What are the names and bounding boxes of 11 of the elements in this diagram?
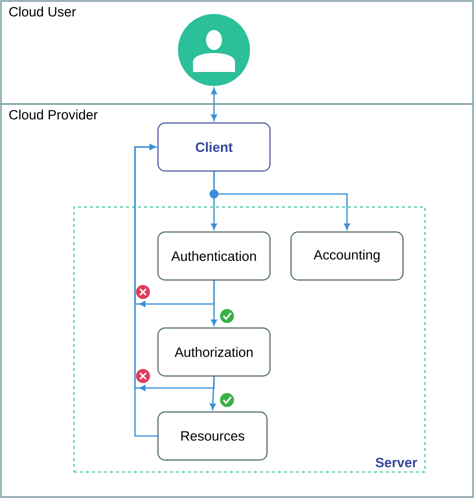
arrow	[211, 88, 217, 121]
arrow	[210, 172, 350, 230]
arrow	[134, 144, 158, 437]
user-avatar	[178, 14, 250, 86]
client-box: Client	[158, 122, 270, 172]
process-box: Authorization	[158, 328, 270, 376]
process-box: Resources	[158, 412, 268, 460]
process-box: Authentication	[158, 232, 270, 280]
process-box: Accounting	[290, 232, 404, 280]
arrow	[210, 376, 216, 410]
swimlane: Cloud User	[0, 0, 474, 105]
